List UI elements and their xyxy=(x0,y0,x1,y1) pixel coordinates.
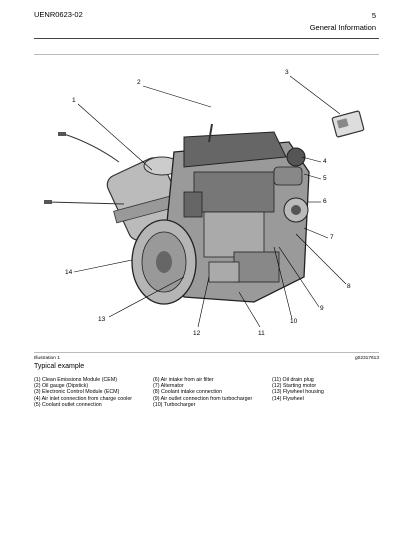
callout-4: 4 xyxy=(323,158,327,165)
callout-3: 3 xyxy=(285,69,289,76)
callout-10: 10 xyxy=(290,318,298,325)
header-right: 5 General Information xyxy=(310,10,376,34)
sensor-cable-icon xyxy=(63,133,120,163)
callout-8: 8 xyxy=(347,283,351,290)
callout-14: 14 xyxy=(65,269,73,276)
legend-item: (1) Clean Emissions Module (CEM) xyxy=(34,377,118,383)
legend-column-1: (1) Clean Emissions Module (CEM) (2) Oil… xyxy=(34,377,132,408)
callout-2: 2 xyxy=(137,79,141,86)
legend-item: (11) Oil drain plug xyxy=(272,377,314,383)
callout-12: 12 xyxy=(193,330,201,337)
figure-top-rule xyxy=(34,54,379,55)
legend-item: (5) Coolant outlet connection xyxy=(34,401,102,408)
callout-1: 1 xyxy=(72,97,76,104)
header-doc-id: UENR0623-02 xyxy=(34,10,83,19)
callout-11: 11 xyxy=(258,330,265,337)
legend-item: (3) Electronic Control Module (ECM) xyxy=(34,389,120,396)
legend-item: (7) Alternator xyxy=(153,383,184,390)
legend-item: (4) Air inlet connection from charge coo… xyxy=(34,395,133,402)
figure-caption: Typical example xyxy=(34,363,85,370)
legend-item: (2) Oil gauge (Dipstick) xyxy=(34,383,89,390)
callout-5: 5 xyxy=(323,175,327,182)
legend-item: (8) Coolant intake connection xyxy=(153,389,222,396)
illustration-label: Illustration 1 xyxy=(34,356,60,361)
callout-9: 9 xyxy=(320,305,324,312)
callout-13: 13 xyxy=(98,316,106,323)
engine-illustration xyxy=(44,75,365,328)
ecm-icon xyxy=(331,110,365,138)
leader-lines xyxy=(73,75,347,328)
flywheel-icon xyxy=(131,219,197,305)
engine-block-icon xyxy=(163,131,310,303)
header-rule xyxy=(34,38,379,39)
legend-item: (9) Air outlet connection from turbochar… xyxy=(153,395,253,402)
dipstick-icon xyxy=(208,123,213,143)
legend-item: (6) Air intake from air filter xyxy=(153,377,214,383)
page-number: 5 xyxy=(371,11,376,20)
legend-column-3: (11) Oil drain plug (12) Starting motor … xyxy=(272,377,324,402)
engine-figure: 1 2 3 4 5 6 7 8 9 10 11 12 13 14 xyxy=(34,62,379,352)
image-code: g02317613 xyxy=(354,356,379,361)
legend-item: (10) Turbocharger xyxy=(153,401,196,408)
legend-item: (13) Flywheel housing xyxy=(272,389,324,396)
legend-item: (12) Starting motor xyxy=(272,383,317,390)
legend-column-2: (6) Air intake from air filter (7) Alter… xyxy=(153,377,252,408)
callout-7: 7 xyxy=(330,234,334,241)
section-title: General Information xyxy=(309,23,376,32)
callout-6: 6 xyxy=(323,198,327,205)
legend-item: (14) Flywheel xyxy=(272,395,304,402)
figure-bottom-rule xyxy=(34,352,379,353)
